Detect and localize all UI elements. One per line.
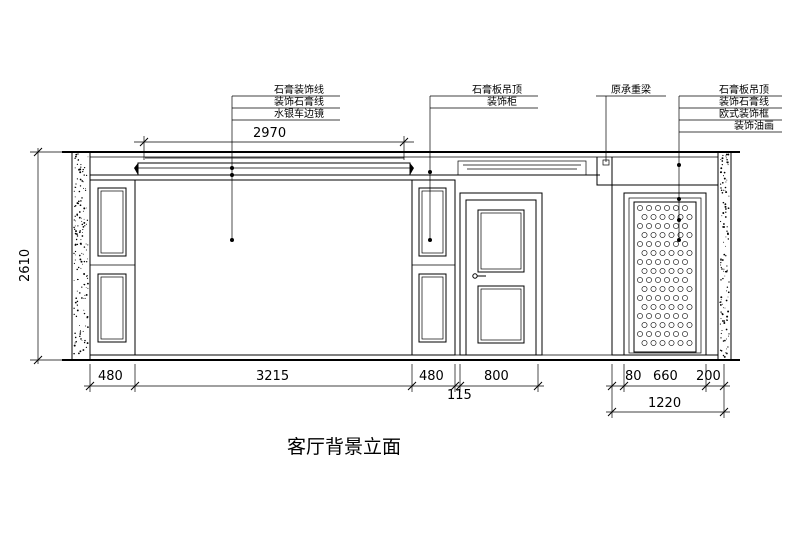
callout-group-4: 石膏板吊顶 装饰石膏线 欧式装饰框 装饰油画 (677, 83, 782, 242)
callout-1-line2: 装饰石膏线 (274, 95, 324, 108)
left-wall (71, 151, 91, 361)
callout-4-line4: 装饰油画 (734, 119, 774, 132)
door (459, 192, 543, 356)
drawing-title: 客厅背景立面 (287, 436, 401, 458)
dim-bottom-right-chain: 80 660 200 1220 (606, 364, 730, 418)
beam (596, 157, 613, 186)
dim-800-label: 800 (484, 369, 509, 384)
callout-3-line1: 原承重梁 (611, 83, 651, 96)
callout-group-1: 石膏装饰线 装饰石膏线 水银车边镜 (230, 83, 340, 242)
dim-1220-label: 1220 (648, 396, 681, 411)
callout-2-line2: 装饰柜 (487, 95, 517, 108)
callout-1-line1: 石膏装饰线 (274, 83, 324, 96)
dim-2970-label: 2970 (253, 126, 286, 141)
european-frame (611, 184, 719, 356)
dim-200-label: 200 (696, 369, 721, 384)
dim-bottom-chain: 480 3215 480 115 800 (84, 364, 544, 403)
callout-4-line2: 装饰石膏线 (719, 95, 769, 108)
decorative-painting (633, 201, 697, 353)
dim-480-right-label: 480 (419, 369, 444, 384)
dim-2610-label: 2610 (18, 249, 33, 282)
callout-4-line3: 欧式装饰框 (719, 107, 769, 120)
mirror-header (128, 157, 420, 176)
callout-2-line1: 石膏板吊顶 (472, 83, 522, 96)
callout-group-3: 原承重梁 (596, 83, 666, 162)
dim-115-label: 115 (447, 388, 472, 403)
left-side-panel (89, 179, 136, 356)
door-knob-icon (472, 273, 478, 279)
dim-80-label: 80 (625, 369, 642, 384)
main-mirror-panel (134, 179, 413, 356)
dim-660-label: 660 (653, 369, 678, 384)
callout-4-line1: 石膏板吊顶 (719, 83, 769, 96)
right-side-panel (411, 179, 456, 356)
dim-top-2970: 2970 (134, 126, 414, 160)
dim-3215-label: 3215 (256, 369, 289, 384)
callout-group-2: 石膏板吊顶 装饰柜 (428, 83, 538, 242)
door-ceiling-steps (457, 160, 587, 176)
dim-left-2610: 2610 (18, 147, 72, 365)
right-wall (717, 151, 732, 361)
dim-480-left-label: 480 (98, 369, 123, 384)
callout-1-line3: 水银车边镜 (274, 107, 324, 120)
